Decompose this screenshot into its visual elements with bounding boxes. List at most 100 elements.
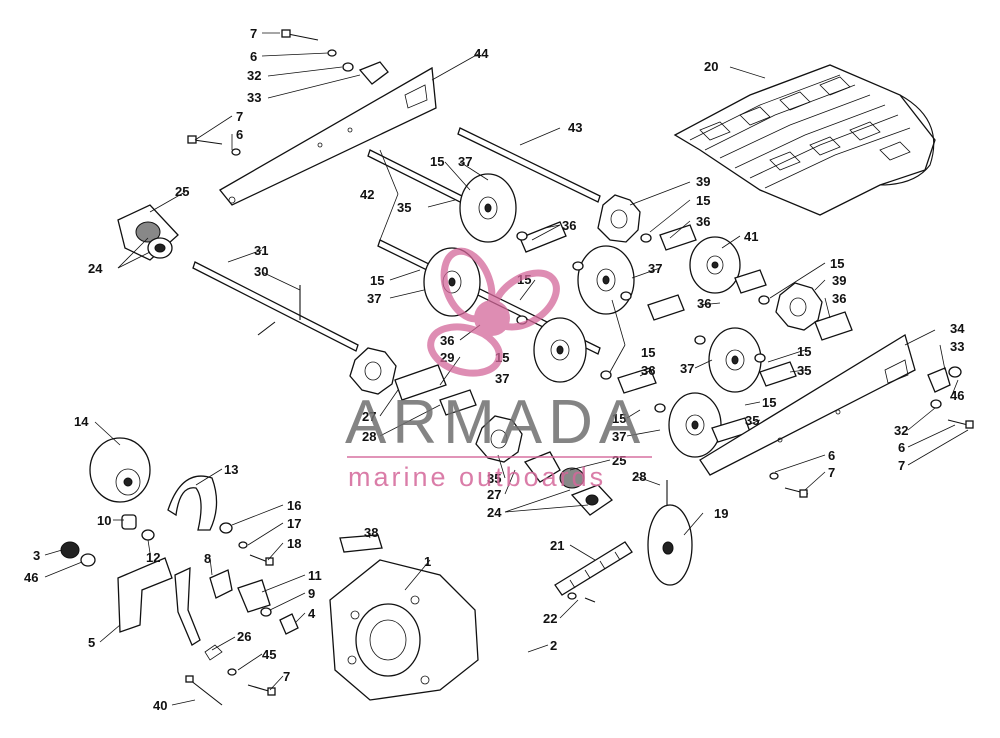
part-label: 4 [308, 606, 316, 621]
part-label: 35 [745, 413, 759, 428]
part-label: 35 [397, 200, 411, 215]
part-label: 40 [153, 698, 167, 713]
part-label: 39 [832, 273, 846, 288]
part-label: 6 [250, 49, 257, 64]
part-label: 38 [364, 525, 378, 540]
part-label: 32 [894, 423, 908, 438]
part-label: 12 [146, 550, 160, 565]
part-label: 32 [247, 68, 261, 83]
part-label: 33 [950, 339, 964, 354]
part-label: 36 [697, 296, 711, 311]
part-label: 45 [262, 647, 276, 662]
part-label: 46 [24, 570, 38, 585]
part-label: 2 [550, 638, 557, 653]
brake-caliper-part [167, 475, 218, 531]
part-label: 15 [830, 256, 844, 271]
part-label: 44 [474, 46, 489, 61]
part-label: 6 [898, 440, 905, 455]
drive-chain-part [554, 541, 633, 603]
part-number-labels: 7 6 32 33 7 6 44 43 20 25 24 15 37 42 35… [24, 26, 965, 713]
brake-disc-part [89, 437, 151, 503]
part-label: 9 [308, 586, 315, 601]
sprocket-parts [349, 194, 823, 463]
part-label: 11 [308, 568, 322, 583]
watermark-propeller-logo [427, 247, 560, 377]
part-label: 16 [287, 498, 301, 513]
part-label: 7 [236, 109, 243, 124]
part-label: 35 [487, 471, 501, 486]
part-label: 3 [33, 548, 40, 563]
part-label: 7 [250, 26, 257, 41]
brake-lever-parts [209, 569, 299, 635]
bearing-block-upper-part [117, 204, 179, 261]
part-label: 10 [97, 513, 111, 528]
part-label: 35 [797, 363, 811, 378]
part-label: 14 [74, 414, 89, 429]
brake-bracket-part [117, 557, 276, 706]
part-label: 24 [487, 505, 502, 520]
part-label: 22 [543, 611, 557, 626]
part-label: 36 [641, 363, 655, 378]
driven-sprocket-part [647, 480, 693, 586]
drive-track-part [673, 64, 936, 216]
part-label: 31 [254, 243, 268, 258]
part-label: 15 [612, 411, 626, 426]
part-label: 15 [370, 273, 384, 288]
part-label: 7 [283, 669, 290, 684]
watermark: ARMADA marine outboards [345, 247, 652, 492]
part-label: 33 [247, 90, 261, 105]
part-label: 21 [550, 538, 564, 553]
part-label: 37 [648, 261, 662, 276]
part-label: 41 [744, 229, 758, 244]
part-label: 42 [360, 187, 374, 202]
part-label: 5 [88, 635, 95, 650]
part-label: 26 [237, 629, 251, 644]
part-label: 34 [950, 321, 965, 336]
part-label: 8 [204, 551, 211, 566]
part-label: 15 [797, 344, 811, 359]
part-label: 15 [696, 193, 710, 208]
part-label: 7 [898, 458, 905, 473]
part-label: 36 [440, 333, 454, 348]
part-label: 27 [487, 487, 501, 502]
part-label: 24 [88, 261, 103, 276]
part-label: 46 [950, 388, 964, 403]
leader-lines [44, 32, 969, 706]
watermark-tagline: marine outboards [348, 462, 606, 492]
part-label: 18 [287, 536, 301, 551]
part-label: 1 [424, 554, 431, 569]
bearing-block-lower-part [523, 451, 613, 516]
part-label: 36 [562, 218, 576, 233]
part-label: 37 [495, 371, 509, 386]
right-rail-part [699, 334, 974, 498]
part-label: 37 [680, 361, 694, 376]
part-label: 19 [714, 506, 728, 521]
brake-hardware-parts [60, 514, 274, 567]
part-label: 37 [367, 291, 381, 306]
watermark-brand: ARMADA [345, 388, 646, 457]
part-label: 30 [254, 264, 268, 279]
top-bolt-parts [187, 29, 389, 156]
part-label: 17 [287, 516, 301, 531]
chaincase-cover-part [329, 534, 479, 701]
left-rail-part [219, 66, 437, 206]
part-label: 28 [632, 469, 646, 484]
part-label: 20 [704, 59, 718, 74]
part-label: 43 [568, 120, 582, 135]
part-label: 36 [696, 214, 710, 229]
part-label: 39 [696, 174, 710, 189]
part-label: 25 [175, 184, 189, 199]
part-label: 36 [832, 291, 846, 306]
part-label: 27 [362, 409, 376, 424]
part-label: 7 [828, 465, 835, 480]
part-label: 37 [612, 429, 626, 444]
part-label: 15 [430, 154, 444, 169]
part-label: 15 [762, 395, 776, 410]
part-label: 28 [362, 429, 376, 444]
part-label: 13 [224, 462, 238, 477]
part-label: 6 [236, 127, 243, 142]
idler-wheel-parts [423, 173, 762, 458]
part-label: 37 [458, 154, 472, 169]
